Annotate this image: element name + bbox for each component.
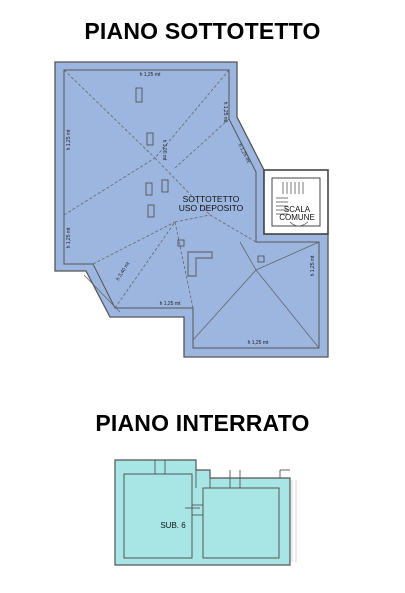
stair-label-line2: COMUNE	[279, 213, 315, 222]
unit-label-sub6: SUB. 6	[160, 521, 186, 530]
height-label-left-lower: h 1,25 mt	[66, 227, 72, 248]
interrato-room-right	[202, 487, 280, 559]
height-label-right-lower: h 1,25 mt	[310, 255, 316, 276]
page-title-interrato: PIANO INTERRATO	[95, 410, 310, 436]
room-label-line2: USO DEPOSITO	[179, 203, 244, 213]
page-title-sottotetto: PIANO SOTTOTETTO	[84, 18, 321, 44]
interrato-plan: SUB. 6	[114, 459, 297, 566]
height-label-bottom: h 1,25 mt	[248, 340, 269, 346]
height-label-right-upper: h 1,25 mt	[222, 102, 228, 123]
height-label-left-upper: h 1,25 mt	[66, 129, 72, 150]
stair-scala-comune: SCALA COMUNE	[263, 169, 329, 235]
sottotetto-outer-wall	[54, 61, 329, 358]
interrato-room-left	[123, 473, 193, 559]
height-label-mid-bottom: h 1,25 mt	[160, 301, 181, 307]
sottotetto-plan: SCALA COMUNE SOTTOTETTO USO DEPOSITO h 1…	[54, 61, 329, 358]
height-label-top: h 1,25 mt	[140, 72, 161, 78]
roof-skylights	[135, 87, 265, 263]
height-label-center: h 3,00 mt	[161, 140, 167, 161]
room-label-line1: SOTTOTETTO	[183, 194, 240, 204]
chimney-shape	[187, 251, 213, 277]
stair-label-line1: SCALA	[284, 205, 311, 214]
roof-hip-lines	[83, 241, 320, 349]
roof-ridge-lines	[63, 69, 257, 309]
